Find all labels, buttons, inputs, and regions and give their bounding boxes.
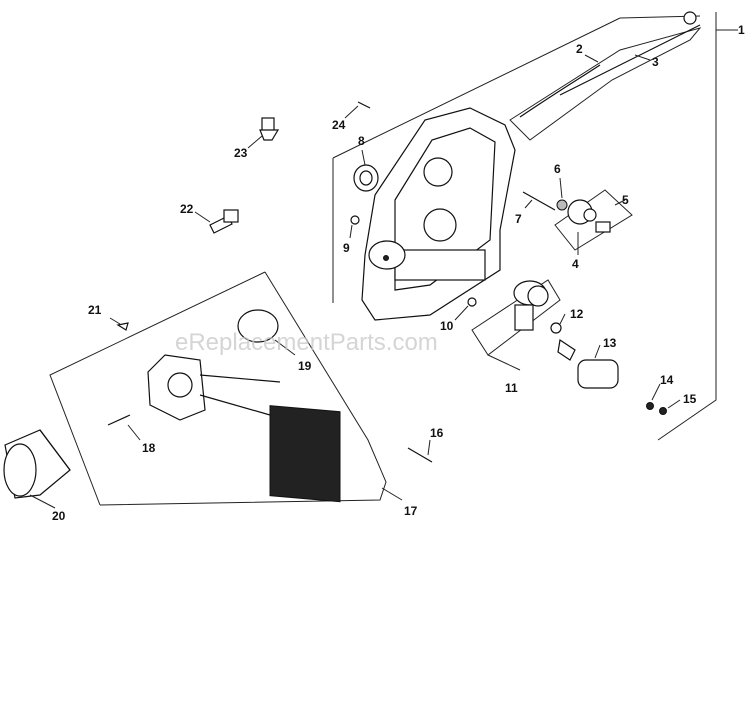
- watermark-text: eReplacementParts.com: [175, 329, 438, 356]
- leader-lines: [29, 54, 681, 509]
- callout-9: 9: [343, 241, 350, 255]
- closure-plate-frame: [332, 12, 738, 441]
- callout-17: 17: [404, 504, 418, 518]
- screw-16: [407, 447, 433, 463]
- dipstick-assembly: [509, 11, 702, 141]
- callout-16: 16: [430, 426, 444, 440]
- callout-11: 11: [505, 381, 518, 395]
- screw-24: [357, 101, 371, 109]
- o-ring-small: [467, 297, 477, 307]
- oil-cooler: [147, 354, 341, 503]
- callout-10: 10: [440, 319, 454, 333]
- callout-2: 2: [576, 42, 583, 56]
- oil-seal: [353, 164, 379, 192]
- callout-18: 18: [142, 441, 156, 455]
- callout-4: 4: [572, 257, 579, 271]
- callout-23: 23: [234, 146, 248, 160]
- callout-22: 22: [180, 202, 194, 216]
- callout-14: 14: [660, 373, 674, 387]
- callout-19: 19: [298, 359, 312, 373]
- callout-20: 20: [52, 509, 66, 523]
- oil-filter: [3, 429, 71, 499]
- oil-sensor: [259, 117, 280, 141]
- nut: [659, 407, 667, 415]
- callout-5: 5: [622, 193, 629, 207]
- gasket-ring: [237, 309, 279, 343]
- callout-12: 12: [570, 307, 584, 321]
- elbow-fitting: [209, 209, 239, 234]
- oil-cooler-frame: [49, 271, 403, 506]
- oil-pump-group: [471, 279, 619, 389]
- dowel-pin: [350, 215, 360, 225]
- governor-gear-group: [522, 189, 633, 251]
- callout-labels: 1 2 3 4 5 6 7 8 9 10 11 12 13 14 15 16 1…: [52, 23, 745, 523]
- callout-24: 24: [332, 118, 346, 132]
- callout-7: 7: [515, 212, 522, 226]
- callout-8: 8: [358, 134, 365, 148]
- clip: [116, 322, 129, 331]
- screw-18: [107, 414, 131, 426]
- callout-21: 21: [88, 303, 102, 317]
- callout-13: 13: [603, 336, 617, 350]
- callout-3: 3: [652, 55, 659, 69]
- closure-plate: [361, 107, 516, 321]
- callout-6: 6: [554, 162, 561, 176]
- callout-15: 15: [683, 392, 697, 406]
- callout-1: 1: [738, 23, 745, 37]
- washer: [646, 402, 654, 410]
